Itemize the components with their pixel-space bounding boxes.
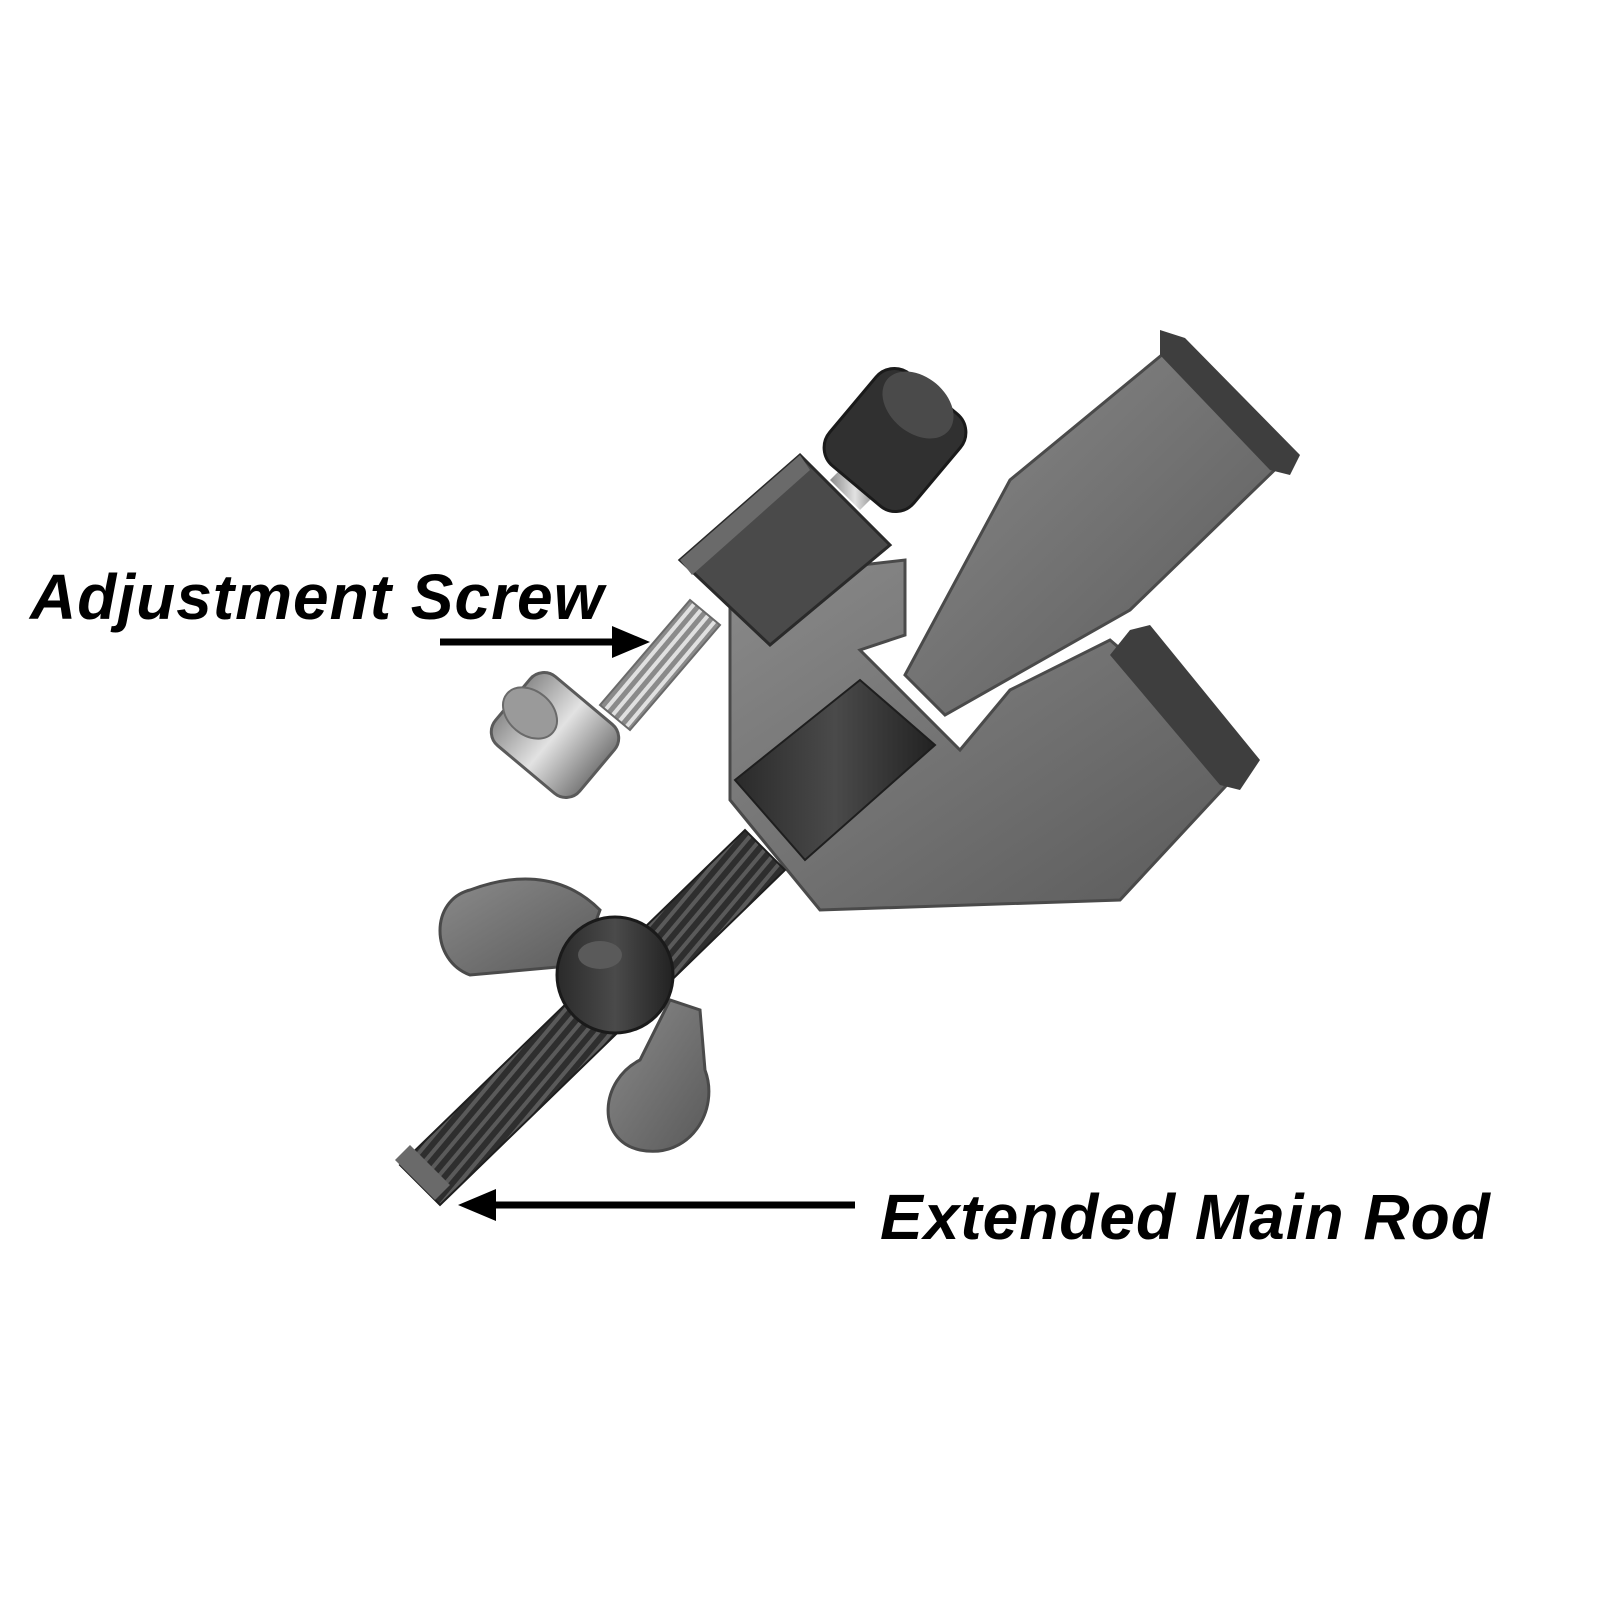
clamp-body: [728, 558, 1260, 912]
adjustment-screw: [489, 598, 722, 799]
wing-nut: [438, 877, 711, 1153]
label-extended-main-rod: Extended Main Rod: [880, 1181, 1491, 1253]
socket-head: [489, 671, 621, 799]
adjustment-block: [677, 366, 968, 648]
arrow-extended-main-rod: [458, 1189, 855, 1221]
knob: [822, 366, 968, 514]
upper-jaw: [903, 330, 1300, 717]
label-adjustment-screw: Adjustment Screw: [30, 561, 605, 633]
arrow-adjustment-screw: [440, 626, 650, 658]
